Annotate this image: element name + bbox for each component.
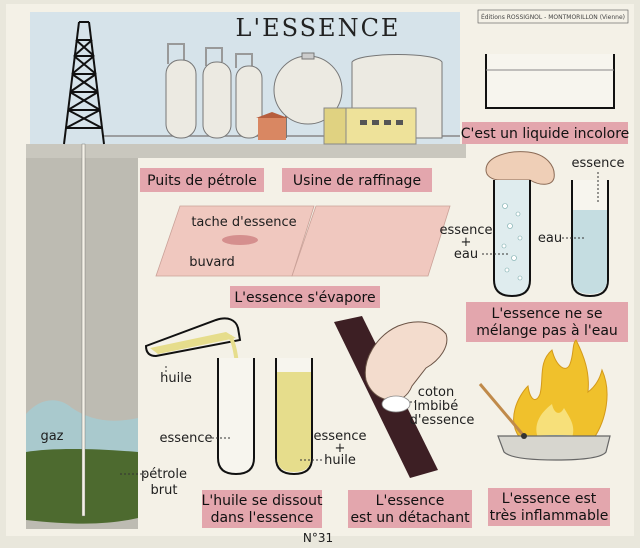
burning-dish <box>497 435 611 461</box>
cotton-pad <box>381 395 411 413</box>
dissolved-mixture <box>277 372 311 472</box>
caption-flammable-1: L'essence est <box>502 491 597 507</box>
oil-in-dish <box>150 332 236 354</box>
caption-box-oil <box>202 490 322 528</box>
label-stain: tache d'essence <box>191 215 296 230</box>
label-coton-2: imbibé <box>414 399 458 414</box>
label-petrole-1: pétrole <box>141 467 187 482</box>
match-stick <box>478 383 526 437</box>
caption-box-flammable <box>488 488 610 526</box>
caption-box-well <box>140 168 264 192</box>
tube-essence-oil <box>217 358 255 476</box>
label-essence-mix: essence <box>440 223 493 238</box>
dish-colorless <box>485 54 615 109</box>
ground-surface <box>26 144 466 158</box>
label-gaz: gaz <box>40 429 63 444</box>
caption-stain-1: L'essence <box>376 493 445 509</box>
caption-well: Puits de pétrole <box>147 173 257 189</box>
stain-spot <box>222 235 258 245</box>
publisher-name: Éditions ROSSIGNOL - MONTMORILLON (Vienn… <box>481 13 625 21</box>
label-blotter: buvard <box>189 255 235 270</box>
label-plus-mix: + <box>461 235 472 250</box>
water-layer <box>573 210 607 294</box>
label-essence-huile-1: essence <box>314 429 367 444</box>
thumb-icon <box>485 151 555 185</box>
poster-title: L'ESSENCE <box>236 14 401 42</box>
publisher-box <box>477 9 629 24</box>
refinery-icon <box>104 43 460 145</box>
tube-mixed <box>493 180 531 298</box>
label-petrole-2: brut <box>151 483 178 498</box>
label-eau-right: eau <box>538 231 562 246</box>
label-essence-tube: essence <box>160 431 213 446</box>
match-head <box>521 433 527 439</box>
caption-box-stain <box>348 490 472 528</box>
label-essence-huile-2: huile <box>324 453 356 468</box>
caption-box-evaporates <box>230 286 380 308</box>
flame-icon <box>513 339 608 439</box>
label-essence-top: essence <box>572 156 625 171</box>
flame-inner <box>536 404 574 438</box>
plate-number: N°31 <box>303 531 333 545</box>
blotter-dry <box>291 205 451 277</box>
caption-no-mix-1: L'essence ne se <box>492 306 603 322</box>
caption-box-no-mix <box>466 302 628 342</box>
caption-refinery: Usine de raffinage <box>293 173 421 189</box>
caption-evaporates: L'essence s'évapore <box>234 290 375 306</box>
caption-box-colorless <box>462 122 628 144</box>
label-coton-3: d'essence <box>410 413 475 428</box>
caption-no-mix-2: mélange pas à l'eau <box>476 323 618 339</box>
caption-box-refinery <box>282 168 432 192</box>
caption-flammable-2: très inflammable <box>490 508 609 524</box>
label-coton-1: coton <box>418 385 454 400</box>
caption-colorless: C'est un liquide incolore <box>461 126 630 142</box>
label-essence-huile-plus: + <box>335 441 346 456</box>
mixture-bubbles <box>501 203 523 281</box>
caption-oil-2: dans l'essence <box>211 510 314 526</box>
caption-oil-1: L'huile se dissout <box>202 493 323 509</box>
label-huile: huile <box>160 371 192 386</box>
label-eau-mix: eau <box>454 247 478 262</box>
oil-derrick-icon <box>63 21 105 145</box>
caption-stain-2: est un détachant <box>350 510 470 526</box>
well-pipe <box>81 143 86 517</box>
